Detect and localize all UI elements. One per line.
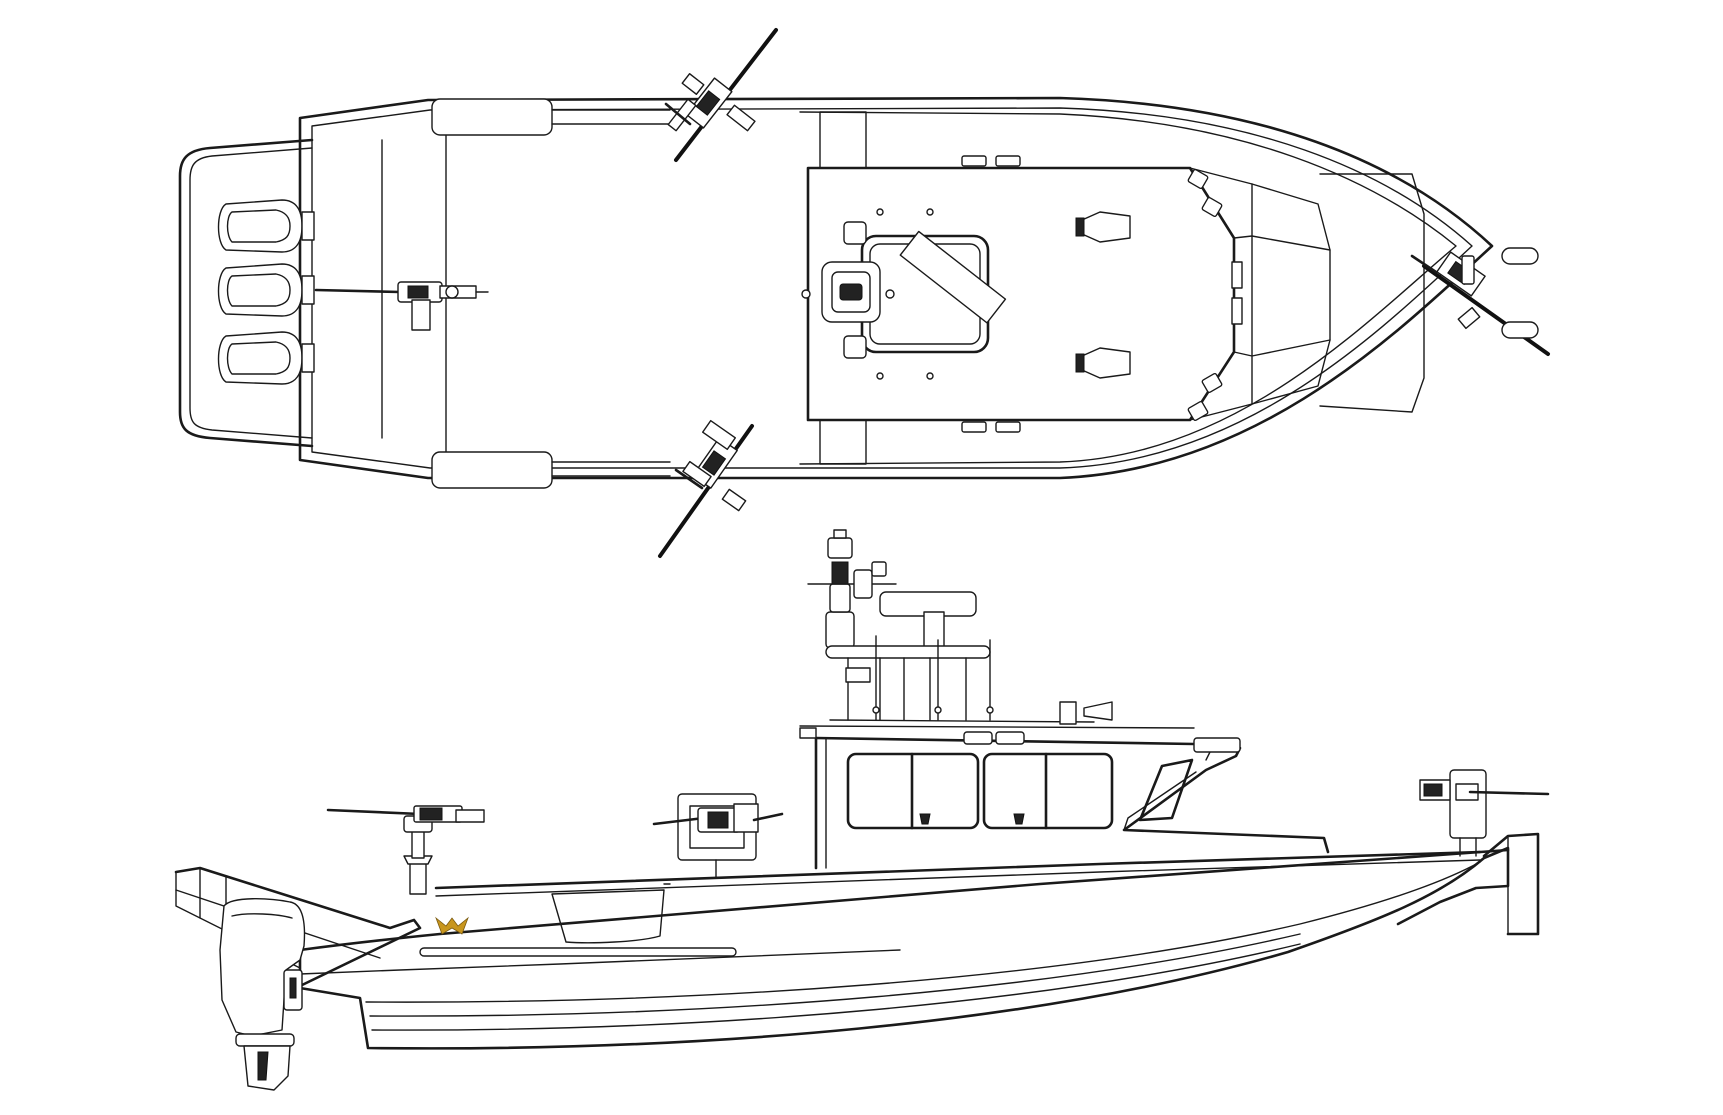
side-bow-machine-gun (1419, 769, 1550, 857)
top-starboard-machine-gun (658, 419, 754, 558)
top-aft-machine-gun (314, 281, 489, 331)
top-bow-machine-gun (1410, 251, 1550, 356)
top-rear-rail (178, 138, 314, 448)
outboard-engine-3 (217, 331, 315, 385)
side-cabin (799, 725, 1330, 870)
top-roof-horns (1075, 211, 1131, 379)
top-side-tubes (431, 98, 671, 489)
top-view (178, 28, 1550, 558)
side-mast (807, 529, 1113, 725)
top-outboard-engines (217, 199, 315, 385)
top-port-machine-gun (664, 28, 778, 162)
side-hull (298, 832, 1540, 1050)
side-rear-rail (174, 866, 422, 988)
top-bow-rollers (1501, 247, 1539, 339)
top-roof-turret (801, 208, 1007, 380)
side-outboard-engine (219, 898, 306, 1091)
hull-logo (435, 916, 469, 935)
outboard-engine-2 (217, 263, 315, 317)
outboard-engine-1 (217, 199, 315, 253)
side-aft-machine-gun (326, 805, 485, 895)
side-mid-machine-gun (652, 793, 784, 879)
top-cabin-roof (806, 111, 1425, 465)
side-view (174, 529, 1550, 1091)
